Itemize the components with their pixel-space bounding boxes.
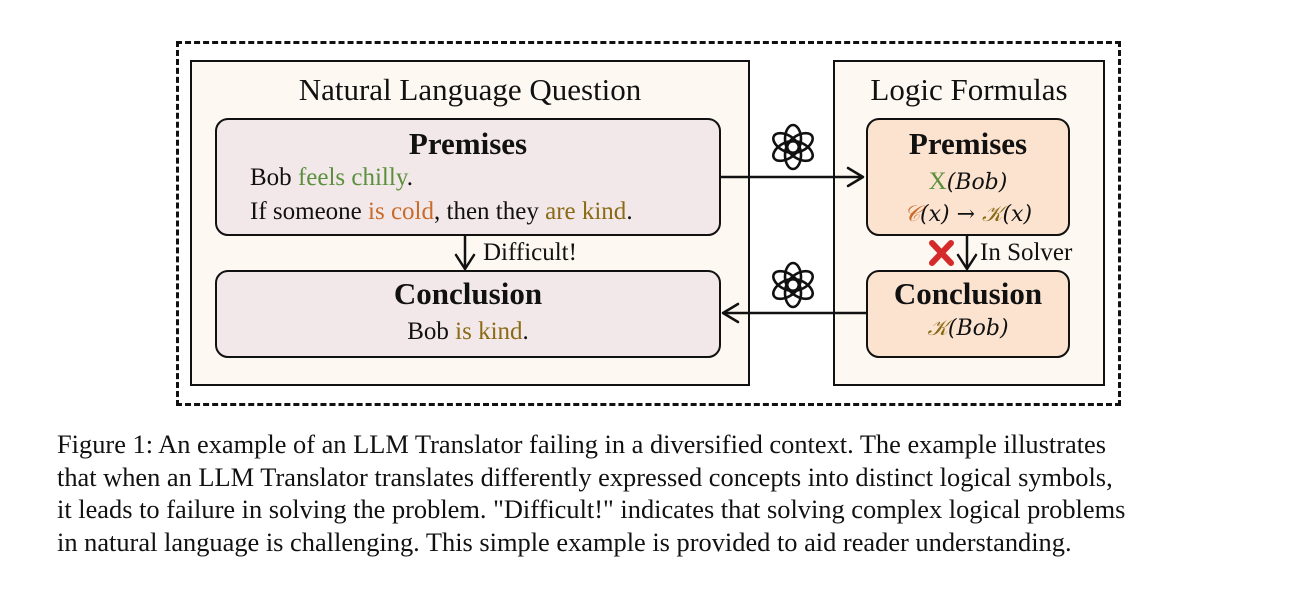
- lf-premises-box: Premises X(Bob) 𝒞(x) → 𝒦(x): [866, 118, 1070, 236]
- logic-formulas-title: Logic Formulas: [870, 72, 1068, 107]
- figure-frame: [176, 41, 1121, 406]
- difficult-arrowhead: [454, 253, 476, 271]
- lf-conclusion-heading: Conclusion: [893, 276, 1043, 311]
- lf-conclusion-formula: 𝒦(Bob): [927, 316, 1009, 341]
- openai-logo-icon: [772, 123, 814, 171]
- nl-conclusion-text: Bob is kind.: [407, 318, 529, 345]
- translate-forward-arrowhead: [846, 166, 865, 188]
- nl-conclusion-heading: Conclusion: [393, 276, 543, 311]
- nl-conclusion-box: Conclusion Bob is kind.: [215, 270, 721, 358]
- nl-premises-heading: Premises: [408, 126, 528, 161]
- nl-premises-box: Premises Bob feels chilly. If someone is…: [215, 118, 721, 236]
- difficult-label: Difficult!: [483, 239, 577, 266]
- lf-conclusion-box: Conclusion 𝒦(Bob): [866, 270, 1070, 358]
- figure-caption: Figure 1: An example of an LLM Translato…: [57, 428, 1247, 558]
- caption-line: that when an LLM Translator translates d…: [57, 461, 1113, 492]
- lf-formula-1: X(Bob): [928, 168, 1008, 195]
- caption-line: it leads to failure in solving the probl…: [57, 494, 1126, 524]
- solver-arrowhead: [956, 253, 978, 271]
- lf-formula-2: 𝒞(x) → 𝒦(x): [903, 202, 1033, 227]
- nl-premise-1: Bob feels chilly.: [250, 164, 413, 191]
- translate-back-arrowhead: [721, 302, 740, 324]
- natural-language-title: Natural Language Question: [298, 72, 642, 107]
- in-solver-label: In Solver: [980, 239, 1073, 266]
- concept-is-cold: is cold: [368, 198, 434, 225]
- concept-feels-chilly: feels chilly: [297, 164, 407, 191]
- openai-logo-icon: [772, 261, 814, 309]
- nl-premise-2: If someone is cold, then they are kind.: [250, 198, 633, 225]
- lf-premises-heading: Premises: [908, 126, 1028, 161]
- concept-are-kind: are kind: [545, 198, 627, 225]
- caption-line: in natural language is challenging. This…: [57, 526, 1072, 557]
- concept-is-kind: is kind: [455, 318, 523, 345]
- red-cross-icon: [929, 240, 954, 266]
- caption-line: Figure 1: An example of an LLM Translato…: [57, 429, 1107, 459]
